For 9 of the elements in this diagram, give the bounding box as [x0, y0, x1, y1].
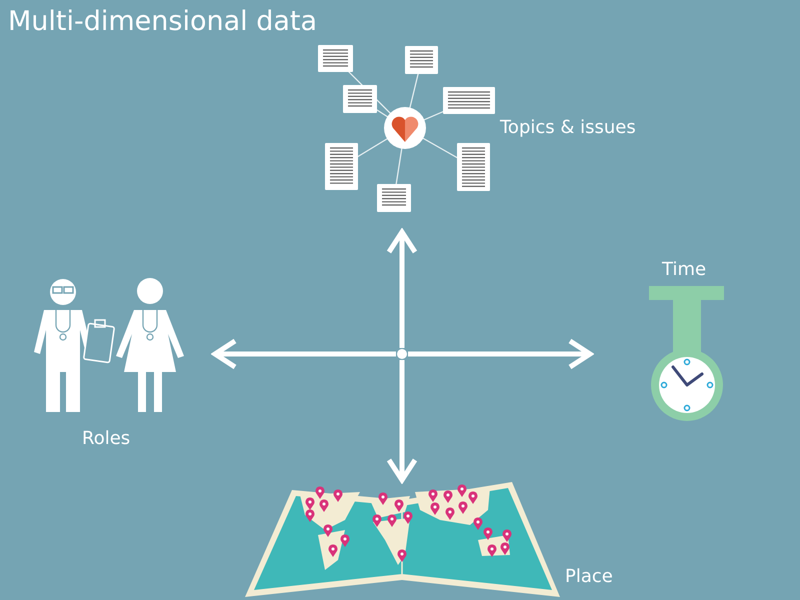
- axis-arrow: [408, 338, 592, 370]
- axis-arrow: [386, 230, 418, 348]
- node-label: Time: [662, 259, 706, 281]
- node-label: Place: [565, 566, 613, 588]
- title: Multi-dimensional data: [8, 6, 318, 38]
- node-label: Roles: [82, 428, 130, 450]
- axis-arrow: [386, 360, 418, 482]
- node-label: Topics & issues: [500, 117, 636, 139]
- axis-arrow: [212, 338, 396, 370]
